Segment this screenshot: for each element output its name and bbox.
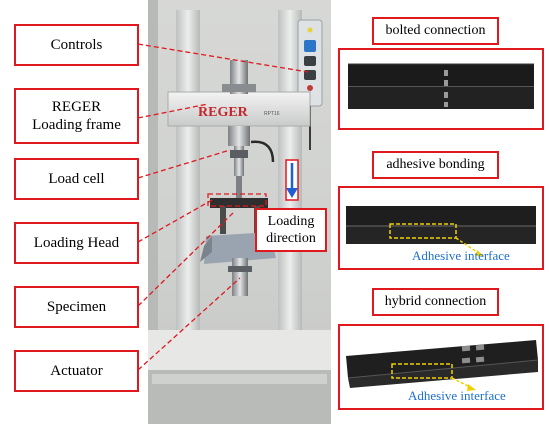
label-loading-head-text: Loading Head	[33, 235, 120, 251]
leader-specimen	[137, 211, 235, 307]
label-specimen: Specimen	[14, 286, 139, 328]
label-loading-frame: REGER Loading frame	[14, 88, 139, 144]
leader-loading-head	[137, 199, 213, 243]
bolted-specimen-image	[340, 50, 540, 126]
label-actuator: Actuator	[14, 350, 139, 392]
leader-loading-frame	[137, 103, 209, 119]
leader-controls	[137, 43, 309, 73]
panel-bolted-connection	[338, 48, 544, 130]
title-adhesive-bonding: adhesive bonding	[372, 151, 499, 179]
label-loading-frame-line2: Loading frame	[32, 117, 121, 133]
hybrid-specimen-image	[340, 326, 540, 406]
label-controls-text: Controls	[50, 37, 103, 53]
label-loading-head: Loading Head	[14, 222, 139, 264]
adhesive-specimen-image	[340, 188, 540, 266]
leader-load-cell	[137, 149, 231, 179]
leader-actuator	[137, 277, 241, 371]
label-loading-direction-line1: Loading	[267, 214, 315, 229]
label-load-cell: Load cell	[14, 158, 139, 200]
label-controls: Controls	[14, 24, 139, 66]
loading-direction-arrow	[285, 159, 299, 201]
title-bolted-connection: bolted connection	[372, 17, 499, 45]
label-loading-frame-line1: REGER	[51, 99, 102, 115]
title-bolted-connection-text: bolted connection	[385, 23, 486, 38]
adhesive-interface-label: Adhesive interface	[412, 248, 510, 263]
label-load-cell-text: Load cell	[48, 171, 105, 187]
hybrid-interface-label: Adhesive interface	[408, 388, 506, 403]
specimen-highlight-box	[207, 193, 267, 207]
panel-adhesive-bonding: Adhesive interface	[338, 186, 544, 270]
svg-text:RPT16: RPT16	[264, 111, 280, 117]
brand-logo: REGER	[198, 105, 249, 120]
label-specimen-text: Specimen	[46, 299, 107, 315]
title-hybrid-connection-text: hybrid connection	[384, 294, 487, 309]
label-loading-direction: Loading direction	[255, 208, 327, 252]
label-loading-direction-line2: direction	[266, 231, 316, 246]
panel-hybrid-connection: Adhesive interface	[338, 324, 544, 410]
title-hybrid-connection: hybrid connection	[372, 288, 499, 316]
label-actuator-text: Actuator	[50, 363, 103, 379]
title-adhesive-bonding-text: adhesive bonding	[386, 157, 485, 172]
